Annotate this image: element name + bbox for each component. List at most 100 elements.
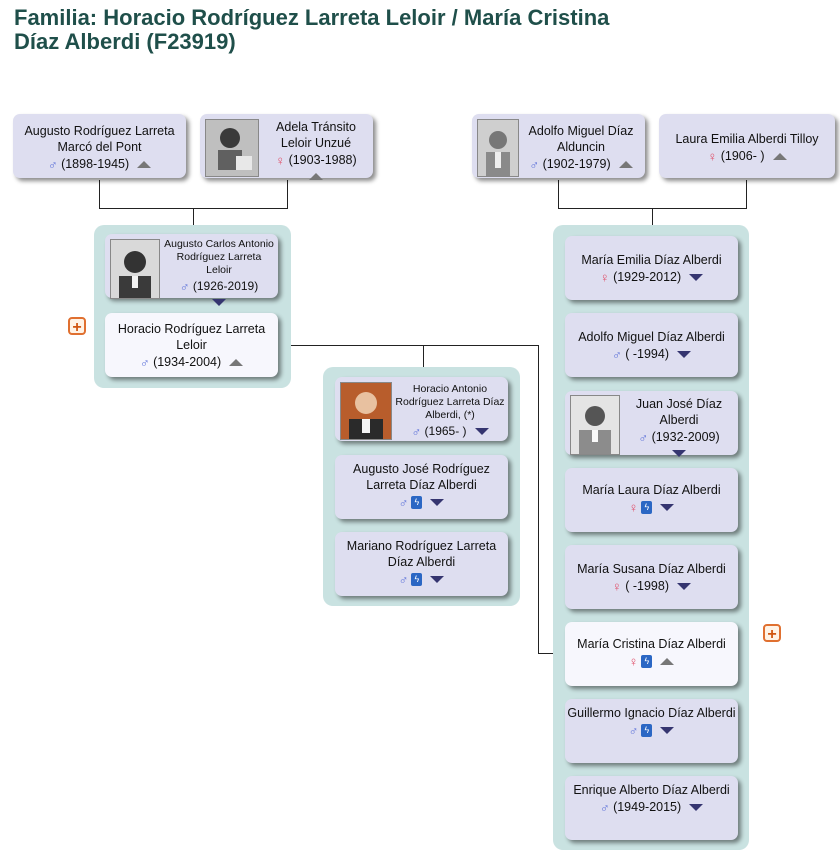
male-icon: ♂ <box>638 429 649 445</box>
male-icon: ♂ <box>179 278 190 294</box>
person-card-maternal-grandfather[interactable]: Adolfo Miguel Díaz Alduncin ♂ (1902-1979… <box>472 114 645 178</box>
person-years: (1932-2009) <box>651 430 720 444</box>
expand-down-icon[interactable] <box>430 499 445 507</box>
connector-line <box>287 180 288 209</box>
person-card-sibling[interactable]: Juan José Díaz Alberdi ♂ (1932-2009) <box>565 391 738 457</box>
connector-line <box>746 180 747 209</box>
bolt-icon: ϟ <box>411 496 423 510</box>
expand-up-icon[interactable] <box>137 161 152 169</box>
person-card-child[interactable]: Augusto José Rodríguez Larreta Díaz Albe… <box>335 455 508 519</box>
female-icon: ♀ <box>611 578 622 594</box>
person-card-sibling[interactable]: María Susana Díaz Alberdi ♀ ( -1998) <box>565 545 738 609</box>
male-icon: ♂ <box>47 156 58 172</box>
male-icon: ♂ <box>628 722 639 738</box>
male-icon: ♂ <box>411 423 422 439</box>
person-card-paternal-grandfather[interactable]: Augusto Rodríguez Larreta Marcó del Pont… <box>13 114 186 178</box>
person-card-sibling[interactable]: Adolfo Miguel Díaz Alberdi ♂ ( -1994) <box>565 313 738 377</box>
person-name: Augusto Carlos Antonio Rodríguez Larreta… <box>164 238 274 276</box>
person-card-child[interactable]: Mariano Rodríguez Larreta Díaz Alberdi ♂… <box>335 532 508 596</box>
person-years: (1898-1945) <box>61 157 130 171</box>
person-years: ( -1998) <box>625 579 669 593</box>
expand-down-icon[interactable] <box>677 583 691 591</box>
person-years: (1906- ) <box>720 149 765 163</box>
person-photo <box>570 395 620 455</box>
connector-line <box>538 653 566 654</box>
person-name: Guillermo Ignacio Díaz Alberdi <box>567 706 736 720</box>
add-person-button[interactable]: + <box>763 624 781 643</box>
person-card-sibling[interactable]: Augusto Carlos Antonio Rodríguez Larreta… <box>105 234 278 307</box>
expand-down-icon[interactable] <box>689 804 704 812</box>
page-title-line-1: Familia: Horacio Rodríguez Larreta Leloi… <box>14 5 610 30</box>
expand-up-icon[interactable] <box>229 359 244 367</box>
male-icon: ♂ <box>398 494 409 510</box>
person-name: Augusto José Rodríguez Larreta Díaz Albe… <box>353 462 490 492</box>
expand-down-icon[interactable] <box>212 299 226 307</box>
male-icon: ♂ <box>599 799 610 815</box>
expand-down-icon[interactable] <box>474 428 489 436</box>
person-name: María Laura Díaz Alberdi <box>582 483 721 497</box>
person-card-sibling[interactable]: María Emilia Díaz Alberdi ♀ (1929-2012) <box>565 236 738 300</box>
expand-down-icon[interactable] <box>660 504 675 512</box>
connector-line <box>652 208 653 226</box>
person-name: Adela Tránsito Leloir Unzué <box>276 120 356 150</box>
expand-down-icon[interactable] <box>689 274 704 282</box>
connector-line <box>538 345 539 654</box>
person-card-maternal-grandmother[interactable]: Laura Emilia Alberdi Tilloy ♀ (1906- ) <box>659 114 835 178</box>
page-title-line-2: Díaz Alberdi (F23919) <box>14 29 236 54</box>
expand-up-icon[interactable] <box>618 161 633 169</box>
connector-line <box>558 180 559 209</box>
person-years: (1902-1979) <box>542 157 611 171</box>
person-card-sibling[interactable]: María Laura Díaz Alberdi ♀ϟ <box>565 468 738 532</box>
person-name: Enrique Alberto Díaz Alberdi <box>573 783 730 797</box>
expand-down-icon[interactable] <box>660 727 675 735</box>
person-card-child[interactable]: Horacio Antonio Rodríguez Larreta Díaz A… <box>335 377 508 441</box>
person-years: (1965- ) <box>424 424 467 438</box>
male-icon: ♂ <box>529 156 540 172</box>
person-years: (1926-2019) <box>192 279 259 293</box>
connector-line <box>280 345 539 346</box>
person-photo <box>340 382 392 440</box>
person-years: (1903-1988) <box>288 153 357 167</box>
person-name: Horacio Rodríguez Larreta Leloir <box>117 322 266 352</box>
add-person-button[interactable]: + <box>68 317 86 336</box>
bolt-icon: ϟ <box>641 724 653 738</box>
male-icon: ♂ <box>611 346 622 362</box>
person-name: Adolfo Miguel Díaz Alberdi <box>578 330 725 344</box>
female-icon: ♀ <box>599 269 610 285</box>
person-card-sibling[interactable]: Guillermo Ignacio Díaz Alberdi ♂ϟ <box>565 699 738 763</box>
person-card-paternal-grandmother[interactable]: Adela Tránsito Leloir Unzué ♀ (1903-1988… <box>200 114 373 180</box>
connector-line <box>193 208 194 235</box>
bolt-icon: ϟ <box>411 573 423 587</box>
female-icon: ♀ <box>628 499 639 515</box>
female-icon: ♀ <box>275 152 286 168</box>
person-name: María Cristina Díaz Alberdi <box>577 637 726 651</box>
expand-up-icon[interactable] <box>660 658 675 666</box>
person-card-husband[interactable]: Horacio Rodríguez Larreta Leloir ♂ (1934… <box>105 313 278 377</box>
bolt-icon: ϟ <box>641 655 653 669</box>
expand-down-icon[interactable] <box>677 351 691 359</box>
page-title: Familia: Horacio Rodríguez Larreta Leloi… <box>14 6 814 54</box>
person-name: María Emilia Díaz Alberdi <box>581 253 722 267</box>
connector-line <box>99 180 100 209</box>
male-icon: ♂ <box>139 354 150 370</box>
person-years: (1934-2004) <box>153 355 222 369</box>
expand-down-icon[interactable] <box>672 449 686 457</box>
person-years: (1949-2015) <box>613 800 682 814</box>
person-name: Horacio Antonio Rodríguez Larreta Díaz A… <box>395 383 505 421</box>
female-icon: ♀ <box>628 653 639 669</box>
expand-up-icon[interactable] <box>309 172 323 180</box>
person-name: Mariano Rodríguez Larreta Díaz Alberdi <box>346 539 497 569</box>
person-photo <box>110 239 160 299</box>
female-icon: ♀ <box>707 148 718 164</box>
bolt-icon: ϟ <box>641 501 653 515</box>
person-name: Augusto Rodríguez Larreta Marcó del Pont <box>24 124 175 154</box>
person-card-wife[interactable]: María Cristina Díaz Alberdi ♀ϟ <box>565 622 738 686</box>
connector-line <box>423 345 424 367</box>
person-name: Adolfo Miguel Díaz Alduncin <box>528 124 634 154</box>
person-years: (1929-2012) <box>613 270 682 284</box>
expand-up-icon[interactable] <box>772 153 787 161</box>
expand-down-icon[interactable] <box>430 576 445 584</box>
person-name: María Susana Díaz Alberdi <box>577 562 726 576</box>
person-card-sibling[interactable]: Enrique Alberto Díaz Alberdi ♂ (1949-201… <box>565 776 738 840</box>
person-name: Laura Emilia Alberdi Tilloy <box>675 132 819 146</box>
